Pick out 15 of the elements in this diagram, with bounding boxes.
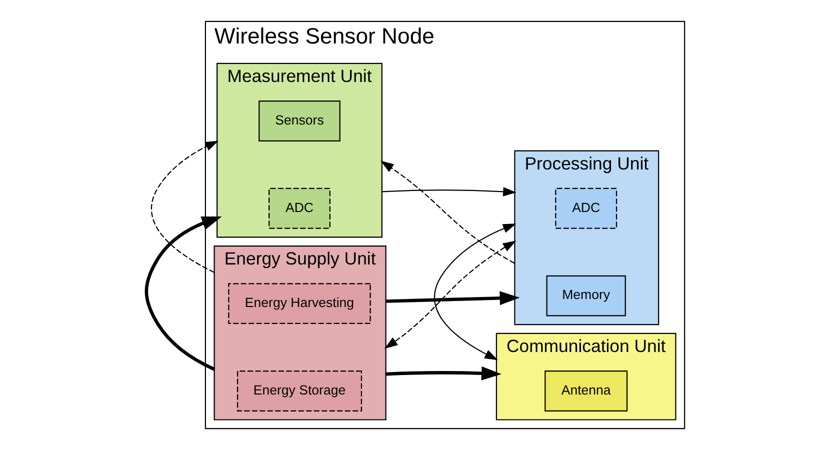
node-box: ADC: [554, 188, 617, 229]
node-box: Sensors: [258, 100, 340, 142]
arrow: [150, 140, 218, 273]
arrow: [144, 216, 222, 371]
arrow: [384, 240, 516, 349]
arrow: [381, 187, 516, 196]
arrow: [434, 224, 516, 360]
arrow: [385, 291, 520, 306]
arrow: [380, 160, 514, 264]
node-box: ADC: [268, 188, 330, 229]
node-box: Energy Harvesting: [228, 283, 370, 324]
node-box: Energy Storage: [236, 370, 362, 412]
node-box: Memory: [546, 275, 626, 316]
arrow: [385, 366, 501, 380]
node-box: Antenna: [544, 370, 628, 412]
